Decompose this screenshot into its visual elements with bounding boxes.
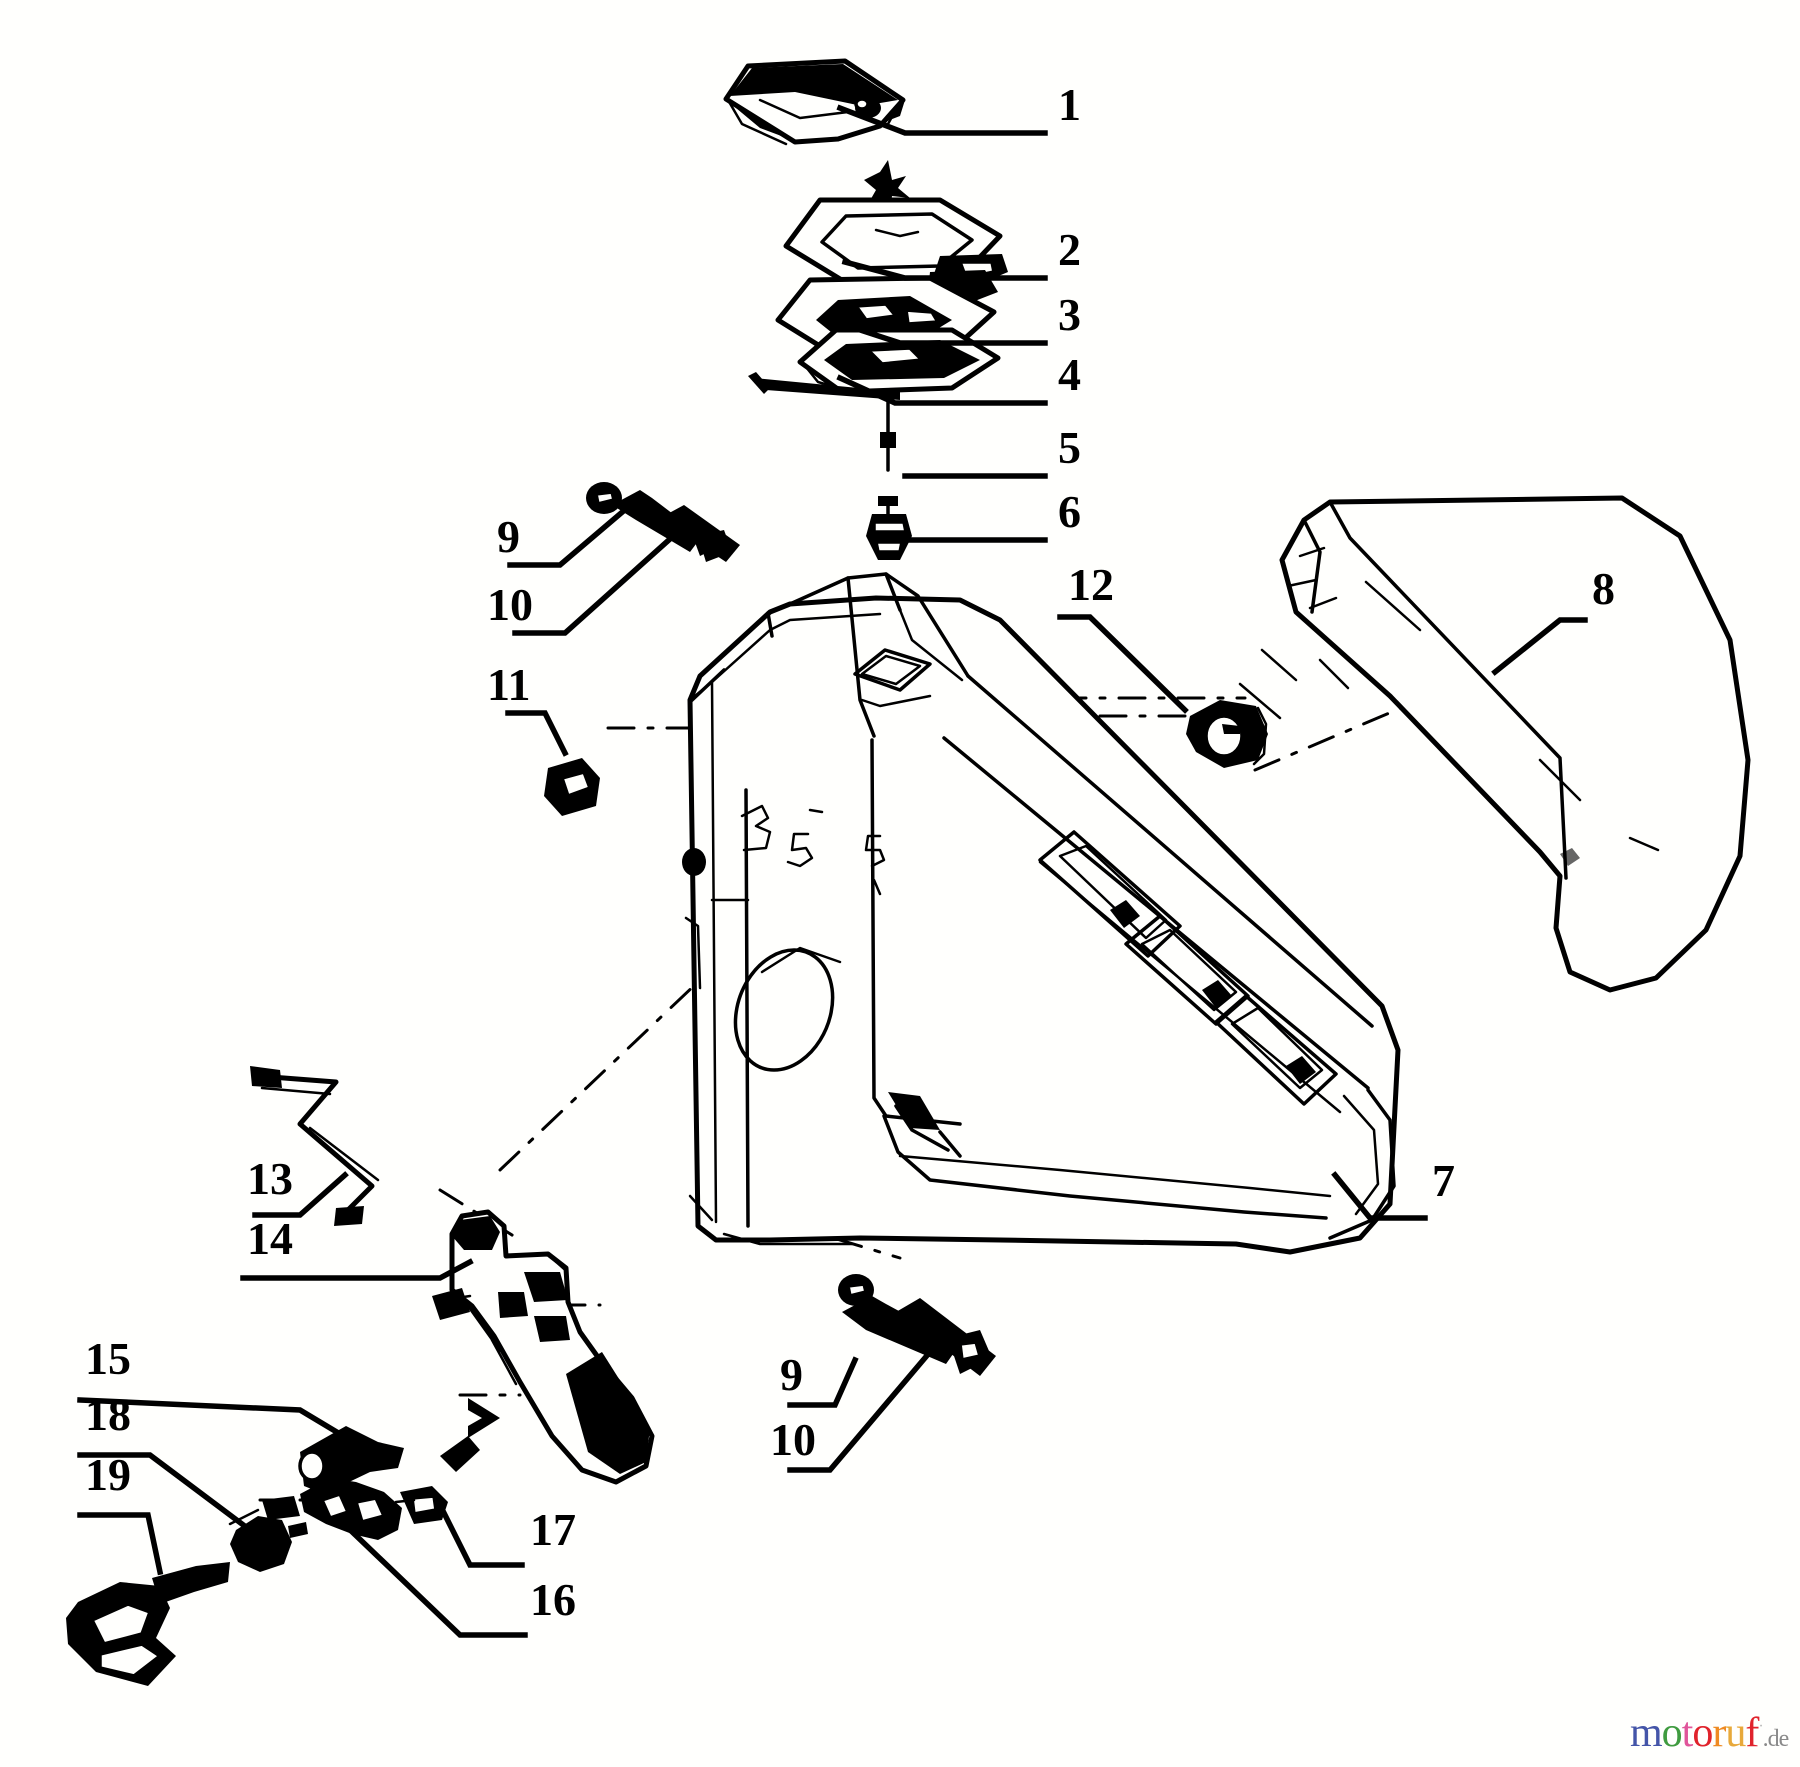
- callout-8: 8: [1491, 563, 1615, 676]
- callout-number-7: 7: [1432, 1155, 1455, 1206]
- callout-10: 10: [487, 526, 684, 636]
- leader-line-15: [77, 1397, 354, 1444]
- watermark-motoruf: motoruf·.de: [1630, 1710, 1790, 1756]
- stud-rod: [748, 372, 900, 400]
- part-10b-screw: [896, 1298, 996, 1376]
- callout-number-1: 1: [1058, 79, 1081, 130]
- callout-number-15: 15: [85, 1333, 131, 1384]
- callout-7: 7: [1331, 1155, 1455, 1221]
- callout-1: 1: [836, 79, 1081, 136]
- callout-number-18: 18: [85, 1389, 131, 1440]
- watermark-letter: u: [1725, 1710, 1746, 1756]
- callout-12: 12: [1057, 559, 1189, 714]
- leader-line-14: [240, 1258, 474, 1281]
- part-10-screw-lower: [660, 505, 740, 562]
- callout-number-16: 16: [530, 1574, 576, 1625]
- watermark-letter: f: [1745, 1710, 1759, 1756]
- callout-number-5: 5: [1058, 422, 1081, 473]
- callout-15: 15: [77, 1333, 354, 1444]
- leader-line-19: [77, 1512, 164, 1576]
- callout-13: 13: [247, 1153, 349, 1218]
- callout-10: 10: [770, 1348, 934, 1473]
- watermark-letter: r: [1712, 1710, 1726, 1756]
- part-15-trigger-pivot-pin: [298, 1426, 404, 1494]
- leader-line-11: [505, 710, 569, 757]
- shaft-4-6: [880, 394, 896, 472]
- callout-number-12: 12: [1068, 559, 1114, 610]
- part-13-throttle-link-rod: [250, 1066, 380, 1226]
- leader-line-13: [252, 1171, 349, 1218]
- callout-19: 19: [77, 1449, 164, 1576]
- watermark-letter: o: [1692, 1710, 1713, 1756]
- watermark-suffix: .de: [1762, 1726, 1790, 1752]
- leader-line-12: [1057, 614, 1189, 714]
- callout-2: 2: [841, 224, 1081, 281]
- part-4-air-filter-base-plate: [797, 327, 1001, 396]
- callout-5: 5: [902, 422, 1081, 479]
- part-16-17-springs: [228, 1436, 480, 1540]
- callout-number-9: 9: [497, 511, 520, 562]
- leader-line-18: [77, 1452, 254, 1534]
- leader-line-7: [1331, 1171, 1428, 1221]
- callout-number-10: 10: [487, 579, 533, 630]
- part-19-stop-switch-lever: [66, 1562, 230, 1686]
- callout-number-13: 13: [247, 1153, 293, 1204]
- watermark-dot: ·: [1758, 1718, 1763, 1735]
- callout-number-8: 8: [1592, 563, 1615, 614]
- part-9b-screw: [838, 1274, 960, 1364]
- callout-number-2: 2: [1058, 224, 1081, 275]
- leader-line-1: [836, 104, 1048, 136]
- callout-16: 16: [341, 1521, 576, 1638]
- callout-4: 4: [836, 349, 1081, 406]
- part-6-knob-nut: [866, 496, 912, 560]
- watermark-letters: motoruf·: [1630, 1710, 1764, 1756]
- leader-line-3: [841, 321, 1048, 346]
- leader-line-6: [881, 531, 1048, 543]
- callout-3: 3: [841, 289, 1081, 346]
- callout-6: 6: [881, 486, 1081, 543]
- leader-line-8: [1491, 617, 1588, 676]
- leader-line-4: [836, 374, 1048, 406]
- leader-line-17: [436, 1501, 525, 1568]
- callout-number-4: 4: [1058, 349, 1081, 400]
- watermark-letter: o: [1661, 1710, 1683, 1756]
- callout-9: 9: [780, 1349, 859, 1408]
- callout-number-3: 3: [1058, 289, 1081, 340]
- leader-line-9: [787, 1356, 859, 1408]
- callout-17: 17: [436, 1501, 576, 1568]
- part-11-grommet-bushing: [544, 758, 600, 816]
- leader-line-9: [507, 493, 644, 568]
- leader-line-10: [787, 1348, 934, 1473]
- leader-line-16: [341, 1521, 528, 1638]
- part-12-anti-vibration-mount: [1186, 700, 1268, 768]
- callout-number-6: 6: [1058, 486, 1081, 537]
- leader-line-2: [841, 258, 1048, 281]
- leader-line-10: [512, 526, 684, 636]
- callout-18: 18: [77, 1389, 254, 1534]
- callout-number-14: 14: [247, 1213, 293, 1264]
- callout-9: 9: [497, 493, 644, 568]
- part-14-throttle-trigger: [432, 1209, 655, 1485]
- assembly-arrow-marker: [468, 1398, 500, 1438]
- callout-14: 14: [240, 1213, 474, 1281]
- callout-number-19: 19: [85, 1449, 131, 1500]
- watermark-letter: m: [1630, 1710, 1663, 1756]
- part-8-handle-bar-grip: [1238, 495, 1751, 993]
- callout-number-17: 17: [530, 1504, 576, 1555]
- watermark-letter: t: [1681, 1710, 1694, 1756]
- part-1-air-filter-cover: [723, 58, 906, 146]
- callout-number-9: 9: [780, 1349, 803, 1400]
- callout-11: 11: [487, 659, 569, 757]
- part-7-rear-handle-housing: [682, 572, 1401, 1255]
- callout-number-11: 11: [487, 659, 530, 710]
- callout-number-10: 10: [770, 1414, 816, 1465]
